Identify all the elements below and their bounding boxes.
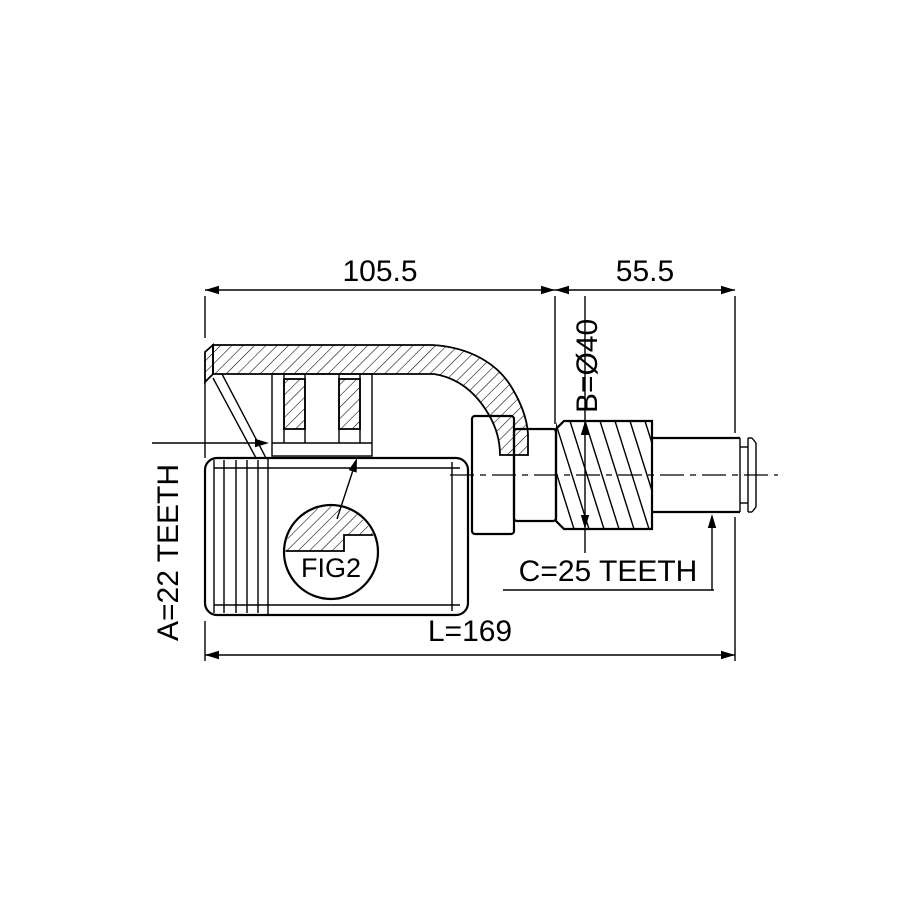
figure-leader-arrow [348,458,357,473]
dim-label-overall-length: L=169 [428,615,512,648]
housing-section-hatch [204,343,529,456]
figure-detail-circle [282,458,380,601]
dim-label-105-5: 105.5 [342,255,417,288]
housing-body [203,382,470,617]
dim-label-c-teeth: C=25 TEETH [519,555,698,588]
dim-label-55-5: 55.5 [616,255,674,288]
dim-label-b-diameter: B=Ø40 [571,319,604,413]
inner-race-detail [271,373,373,457]
dim-label-a-teeth: A=22 TEETH [152,464,185,641]
figure-detail-hatch [285,506,377,552]
dimension-lines [152,285,736,661]
figure-label: FIG2 [301,553,361,583]
boot-ribs [212,373,269,615]
